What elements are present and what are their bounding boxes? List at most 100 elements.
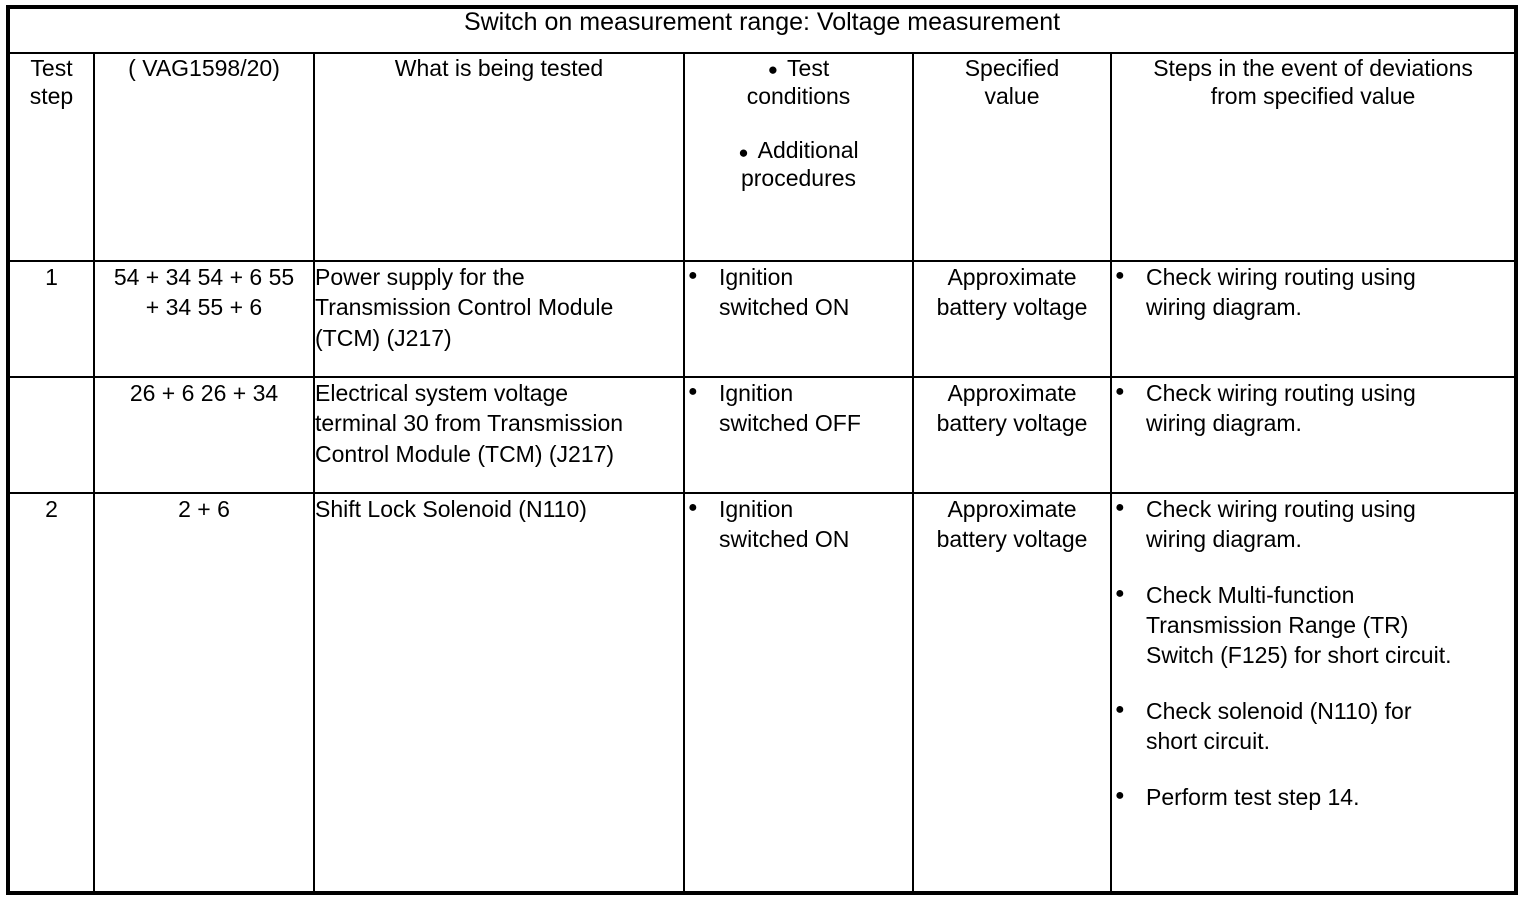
- header-tool-label: ( VAG1598/20): [128, 55, 280, 81]
- header-test-conditions-line2: conditions: [746, 83, 851, 110]
- header-test-conditions-group: ● Test conditions: [685, 54, 912, 110]
- deviation-steps-list: Check wiring routing using wiring diagra…: [1112, 261, 1514, 323]
- deviation-step-line: Switch (F125) for short circuit.: [1146, 642, 1452, 669]
- deviation-step-line: Check wiring routing using: [1146, 380, 1416, 407]
- cell-test-conditions: Ignition switched ON: [683, 259, 914, 379]
- specified-value-line: Approximate: [947, 380, 1077, 407]
- table-title-row: Switch on measurement range: Voltage mea…: [6, 6, 1518, 54]
- cell-tool-pins: 2 + 6: [93, 492, 315, 894]
- pin-line: 2 + 6: [178, 496, 230, 523]
- condition-line: switched ON: [719, 294, 850, 321]
- header-test-conditions-line1: ● Test: [685, 54, 912, 82]
- header-additional-procedures-line2: procedures: [740, 165, 857, 192]
- deviation-steps-list: Check wiring routing using wiring diagra…: [1112, 377, 1514, 439]
- deviation-step-line: wiring diagram.: [1146, 294, 1302, 321]
- specified-value-line: Approximate: [947, 496, 1077, 523]
- header-deviation-steps-line1: Steps in the event of deviations: [1153, 55, 1473, 81]
- page-title: Switch on measurement range: Voltage mea…: [6, 6, 1518, 54]
- column-header-test-conditions: ● Test conditions ● Additional procedures: [683, 52, 914, 262]
- table-row: 2 2 + 6 Shift Lock Solenoid (N110) Ignit…: [7, 492, 1518, 894]
- header-specified-value-line2: value: [984, 83, 1040, 110]
- header-test-step-line2: step: [29, 83, 74, 110]
- table-row: 26 + 6 26 + 34 Electrical system voltage…: [7, 376, 1518, 495]
- pin-line: 54 + 34 54 + 6 55: [113, 264, 295, 290]
- condition-line: switched ON: [719, 526, 850, 553]
- deviation-step-line: Check solenoid (N110) for: [1146, 697, 1412, 724]
- column-header-tool: ( VAG1598/20): [93, 52, 315, 262]
- list-item: Perform test step 14.: [1112, 781, 1514, 812]
- list-item: Check Multi-function Transmission Range …: [1112, 579, 1514, 671]
- what-tested-line: Electrical system voltage: [315, 380, 569, 407]
- cell-test-conditions: Ignition switched ON: [683, 492, 914, 894]
- deviation-step-line: Check wiring routing using: [1146, 496, 1416, 523]
- pin-line: + 34 55 + 6: [145, 294, 263, 321]
- cell-deviation-steps: Check wiring routing using wiring diagra…: [1109, 376, 1518, 495]
- cell-test-conditions: Ignition switched OFF: [683, 376, 914, 495]
- list-item: Ignition switched ON: [685, 261, 912, 323]
- what-tested-line: Power supply for the: [315, 264, 525, 290]
- cell-what-is-being-tested: Electrical system voltage terminal 30 fr…: [313, 376, 685, 495]
- deviation-step-line: wiring diagram.: [1146, 410, 1302, 437]
- cell-test-step: [7, 376, 95, 495]
- deviation-step-line: Transmission Range (TR): [1146, 612, 1409, 639]
- condition-line: Ignition: [719, 264, 794, 290]
- cell-what-is-being-tested: Shift Lock Solenoid (N110): [313, 492, 685, 894]
- what-tested-line: Shift Lock Solenoid (N110): [315, 496, 587, 523]
- measurement-spec-table: Switch on measurement range: Voltage mea…: [6, 5, 1519, 895]
- condition-line: switched OFF: [719, 410, 861, 437]
- cell-specified-value: Approximate battery voltage: [912, 492, 1112, 894]
- list-item: Ignition switched OFF: [685, 377, 912, 439]
- list-item: Check wiring routing using wiring diagra…: [1112, 377, 1514, 439]
- specified-value-line: Approximate: [947, 264, 1077, 290]
- deviation-steps-list: Check wiring routing using wiring diagra…: [1112, 493, 1514, 812]
- deviation-step-line: wiring diagram.: [1146, 526, 1302, 553]
- cell-test-step: 1: [7, 259, 95, 379]
- test-conditions-list: Ignition switched ON: [685, 261, 912, 323]
- header-spacer: [685, 110, 912, 136]
- cell-tool-pins: 26 + 6 26 + 34: [93, 376, 315, 495]
- header-test-step-line1: Test: [30, 55, 73, 81]
- test-conditions-list: Ignition switched ON: [685, 493, 912, 555]
- what-tested-line: terminal 30 from Transmission: [315, 410, 624, 437]
- header-additional-procedures-text1: Additional: [757, 137, 859, 164]
- cell-specified-value: Approximate battery voltage: [912, 376, 1112, 495]
- test-conditions-list: Ignition switched OFF: [685, 377, 912, 439]
- header-test-conditions-text1: Test: [787, 55, 830, 81]
- table-header-row: Test step ( VAG1598/20) What is being te…: [7, 52, 1518, 262]
- what-tested-line: Transmission Control Module: [315, 294, 614, 321]
- cell-deviation-steps: Check wiring routing using wiring diagra…: [1109, 259, 1518, 379]
- cell-test-step: 2: [7, 492, 95, 894]
- list-item: Check wiring routing using wiring diagra…: [1112, 261, 1514, 323]
- column-header-test-step: Test step: [7, 52, 95, 262]
- header-additional-procedures-group: ● Additional procedures: [685, 136, 912, 192]
- column-header-deviation-steps: Steps in the event of deviations from sp…: [1109, 52, 1518, 262]
- header-deviation-steps-line2: from specified value: [1210, 83, 1416, 110]
- cell-what-is-being-tested: Power supply for the Transmission Contro…: [313, 259, 685, 379]
- list-item: Check wiring routing using wiring diagra…: [1112, 493, 1514, 555]
- column-header-specified-value: Specified value: [912, 52, 1112, 262]
- header-specified-value-line1: Specified: [964, 55, 1060, 81]
- cell-specified-value: Approximate battery voltage: [912, 259, 1112, 379]
- list-item: Ignition switched ON: [685, 493, 912, 555]
- deviation-step-line: Check wiring routing using: [1146, 264, 1416, 290]
- column-header-what-is-being-tested: What is being tested: [313, 52, 685, 262]
- table-row: 1 54 + 34 54 + 6 55 + 34 55 + 6 Power su…: [7, 259, 1518, 379]
- list-item: Check solenoid (N110) for short circuit.: [1112, 695, 1514, 757]
- header-additional-procedures-line1: ● Additional: [685, 136, 912, 164]
- deviation-step-line: Perform test step 14.: [1146, 783, 1360, 810]
- specified-value-line: battery voltage: [936, 410, 1088, 437]
- what-tested-line: Control Module (TCM) (J217): [315, 440, 615, 467]
- cell-tool-pins: 54 + 34 54 + 6 55 + 34 55 + 6: [93, 259, 315, 379]
- what-tested-line: (TCM) (J217): [315, 324, 452, 351]
- header-what-tested-label: What is being tested: [394, 55, 604, 81]
- deviation-step-line: Check Multi-function: [1146, 581, 1355, 608]
- bullet-icon: ●: [738, 142, 749, 162]
- specified-value-line: battery voltage: [936, 526, 1088, 553]
- condition-line: Ignition: [719, 380, 794, 407]
- condition-line: Ignition: [719, 496, 794, 523]
- pin-line: 26 + 6 26 + 34: [129, 380, 279, 407]
- bullet-icon: ●: [767, 60, 779, 80]
- cell-deviation-steps: Check wiring routing using wiring diagra…: [1109, 492, 1518, 894]
- deviation-step-line: short circuit.: [1146, 728, 1270, 755]
